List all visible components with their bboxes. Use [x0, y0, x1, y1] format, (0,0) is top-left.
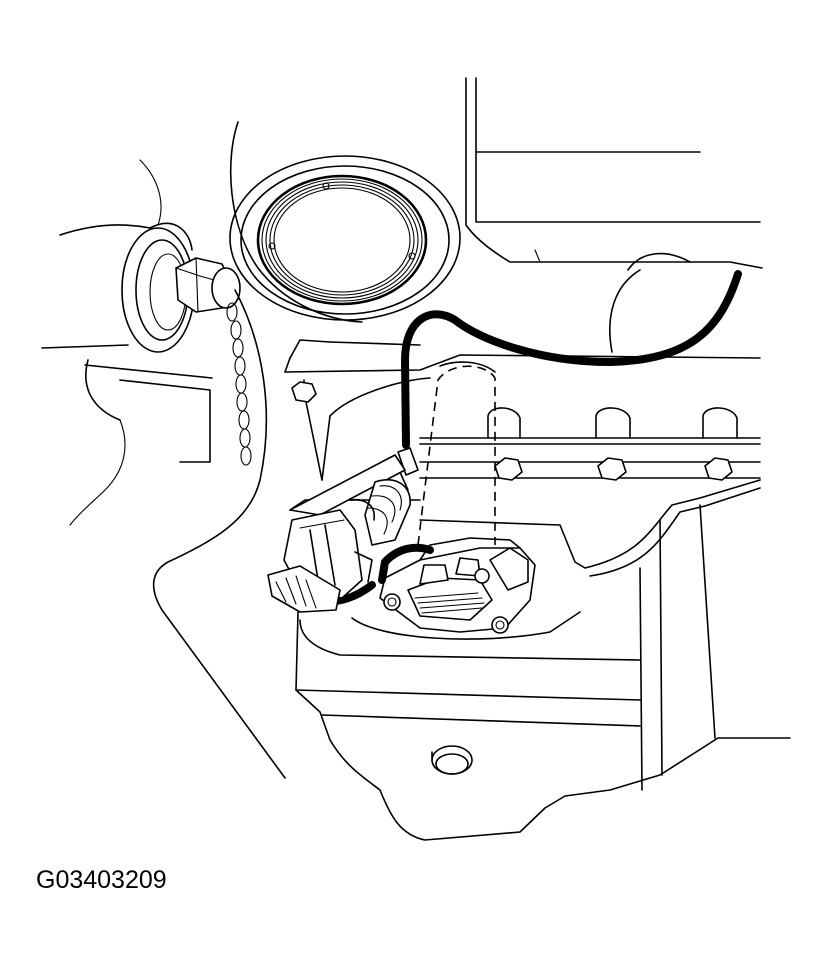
oil-level-sensor	[379, 537, 536, 634]
rail-bolts	[291, 381, 738, 481]
wiring-harness	[318, 270, 742, 606]
oil-pan-rails	[284, 339, 761, 481]
drain-plug	[431, 745, 473, 775]
hidden-probe-outline	[417, 365, 496, 546]
bellhousing-edge	[152, 289, 286, 779]
connector-boot	[267, 454, 411, 613]
engine-block-upper	[465, 77, 763, 353]
left-housing	[41, 159, 213, 526]
flywheel-cover	[229, 121, 461, 323]
chain	[226, 302, 252, 466]
oil-pan	[289, 479, 791, 841]
hex-nut	[175, 257, 241, 313]
figure-id-label: G03403209	[36, 866, 167, 894]
